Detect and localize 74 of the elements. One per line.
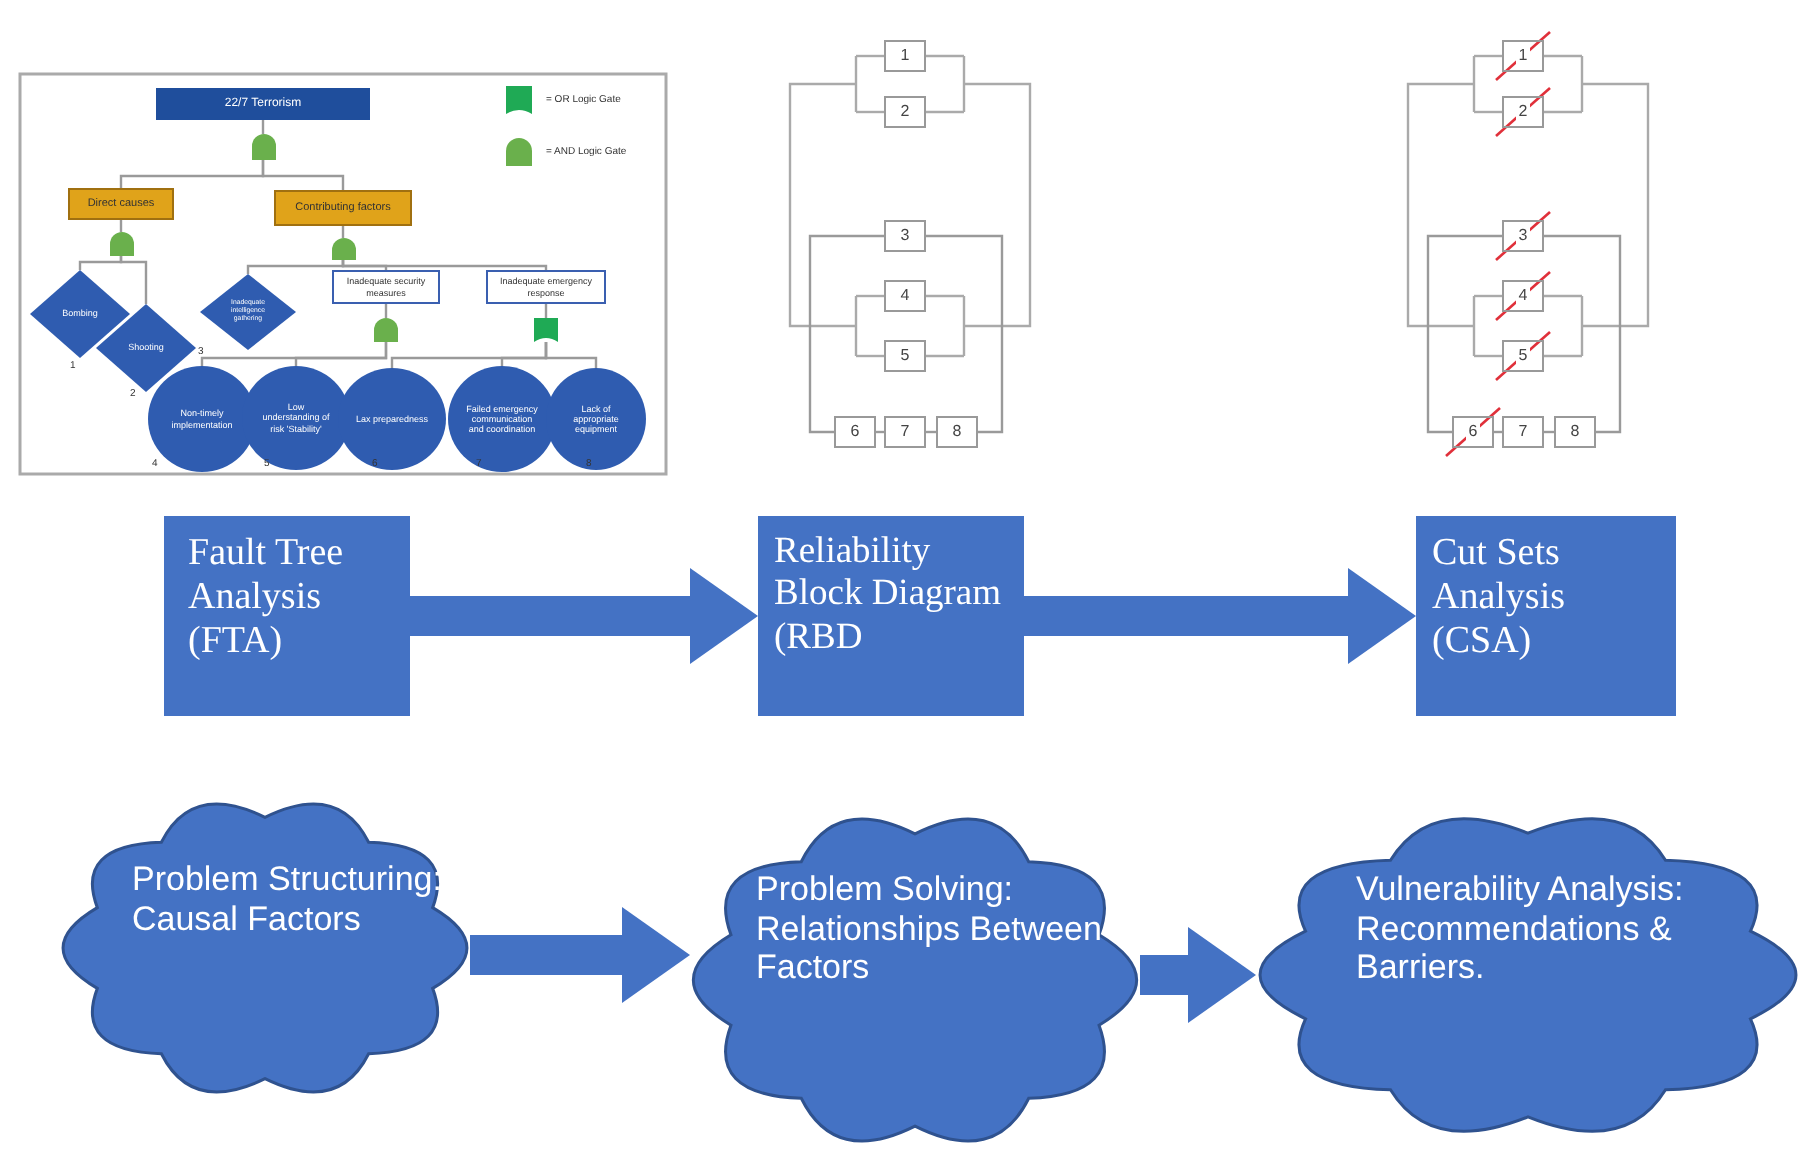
node-label: 4 bbox=[900, 286, 910, 306]
node-label: 1 bbox=[900, 46, 910, 66]
block bbox=[1452, 416, 1494, 448]
connector-line bbox=[1544, 234, 1622, 434]
process-box bbox=[758, 516, 1024, 716]
block bbox=[884, 280, 926, 312]
block-arrow bbox=[410, 568, 758, 664]
connector-line bbox=[294, 342, 388, 366]
cloud-shape bbox=[60, 796, 470, 1100]
node-label: 3 bbox=[900, 226, 910, 246]
node-label: Fault Tree Analysis (FTA) bbox=[188, 532, 346, 664]
and-gate-symbol bbox=[109, 232, 133, 256]
block bbox=[884, 416, 926, 448]
connector-line bbox=[1426, 234, 1502, 434]
node-label: Cut Sets Analysis (CSA) bbox=[1432, 532, 1567, 664]
node-label: 8 bbox=[952, 422, 962, 442]
node-label: 4 bbox=[1516, 286, 1530, 306]
block bbox=[1502, 340, 1544, 372]
connector-line bbox=[926, 234, 1004, 434]
node-label: 7 bbox=[1516, 422, 1530, 442]
and-gate-symbol bbox=[331, 238, 355, 260]
process-box bbox=[164, 516, 410, 716]
block bbox=[1502, 280, 1544, 312]
block bbox=[1502, 416, 1544, 448]
node-label: 6 bbox=[850, 422, 860, 442]
connector-line bbox=[544, 342, 598, 368]
block bbox=[1502, 96, 1544, 128]
node-label: Vulnerability Analysis: Recommendations & Barriers. bbox=[1356, 870, 1686, 988]
connector-line bbox=[341, 260, 548, 270]
basic-event-diamond bbox=[96, 304, 196, 392]
block bbox=[1502, 220, 1544, 252]
top-event-box bbox=[156, 88, 370, 120]
node-label: 3 bbox=[1516, 226, 1530, 246]
connector-line bbox=[246, 260, 345, 274]
block bbox=[1554, 416, 1596, 448]
block bbox=[884, 340, 926, 372]
block bbox=[1502, 40, 1544, 72]
process-box bbox=[1416, 516, 1676, 716]
intermediate-event-box bbox=[486, 270, 606, 304]
basic-event-circle bbox=[448, 366, 556, 472]
intermediate-event-box bbox=[68, 188, 174, 220]
basic-event-circle bbox=[546, 368, 646, 470]
basic-event-circle bbox=[338, 368, 446, 470]
node-label: 6 bbox=[1466, 422, 1480, 442]
node-label: 5 bbox=[900, 346, 910, 366]
intermediate-event-box bbox=[274, 190, 412, 226]
node-label: Problem Solving: Relationships Between Factors bbox=[756, 870, 1104, 988]
basic-event-diamond bbox=[30, 270, 130, 358]
block bbox=[884, 40, 926, 72]
block-arrow bbox=[1140, 927, 1256, 1023]
node-label: 8 bbox=[1568, 422, 1582, 442]
intermediate-event-box bbox=[332, 270, 440, 304]
block bbox=[936, 416, 978, 448]
connector-line bbox=[1494, 430, 1502, 434]
connector-line bbox=[261, 160, 345, 190]
node-label: 2 bbox=[900, 102, 910, 122]
node-label: Problem Structuring: Causal Factors bbox=[132, 860, 444, 939]
block bbox=[884, 96, 926, 128]
block bbox=[834, 416, 876, 448]
node-label: 2 bbox=[1516, 102, 1530, 122]
node-label: Reliability Block Diagram (RBD bbox=[774, 532, 1004, 660]
block-arrow bbox=[470, 907, 690, 1003]
basic-event-diamond bbox=[200, 274, 296, 350]
and-gate-symbol bbox=[374, 318, 398, 342]
node-label: 7 bbox=[900, 422, 910, 442]
connector-line bbox=[119, 256, 148, 304]
node-label: 5 bbox=[1516, 346, 1530, 366]
connector-line bbox=[78, 256, 123, 270]
block bbox=[884, 220, 926, 252]
connector-line bbox=[1544, 430, 1554, 434]
or-gate-symbol bbox=[534, 318, 558, 342]
block-arrow bbox=[1024, 568, 1416, 664]
node-label: 1 bbox=[1516, 46, 1530, 66]
connector-line bbox=[808, 234, 884, 434]
